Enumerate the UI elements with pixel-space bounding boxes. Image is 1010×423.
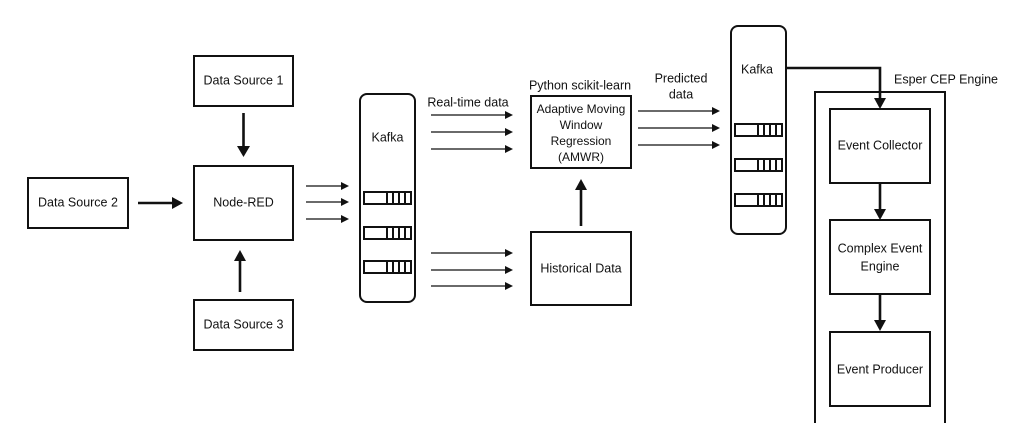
amwr-node: Adaptive Moving Window Regression (AMWR) xyxy=(530,95,632,169)
amwr-label-line-4: (AMWR) xyxy=(558,150,604,164)
arrows-amwr-to-kafka xyxy=(638,107,720,149)
arrows-kafka-to-amwr xyxy=(431,111,513,153)
historical-data-label: Historical Data xyxy=(540,261,621,275)
complex-event-engine-label-line-2: Engine xyxy=(861,259,900,273)
arrow-collector-to-engine xyxy=(874,183,886,220)
predicted-data-label-line-2: data xyxy=(669,87,693,101)
predicted-data-label-line-1: Predicted xyxy=(655,71,708,85)
amwr-label-line-1: Adaptive Moving xyxy=(537,102,626,116)
kafka-2-queue-icon xyxy=(734,123,783,137)
data-source-2-label: Data Source 2 xyxy=(38,195,118,209)
data-source-1-label: Data Source 1 xyxy=(204,73,284,87)
amwr-label-line-2: Window xyxy=(560,118,603,132)
kafka-2-queue-icon xyxy=(734,158,783,172)
kafka-1-queue-icon xyxy=(363,226,412,240)
data-source-3-label: Data Source 3 xyxy=(204,317,284,331)
python-scikit-learn-label: Python scikit-learn xyxy=(529,78,631,92)
complex-event-engine-node: Complex Event Engine xyxy=(829,219,931,295)
arrow-engine-to-producer xyxy=(874,294,886,331)
event-producer-label: Event Producer xyxy=(837,362,923,376)
kafka-1-queue-icon xyxy=(363,260,412,274)
arrow-kafka-to-event-collector xyxy=(786,66,886,109)
arrow-ds1-to-nodered xyxy=(237,113,250,157)
event-producer-node: Event Producer xyxy=(829,331,931,407)
arrow-historical-to-amwr xyxy=(575,179,587,226)
historical-data-node: Historical Data xyxy=(530,231,632,306)
esper-cep-engine-label: Esper CEP Engine xyxy=(894,72,998,86)
data-source-1-node: Data Source 1 xyxy=(193,55,294,107)
amwr-label-line-3: Regression xyxy=(551,134,612,148)
kafka-1-queue-icon xyxy=(363,191,412,205)
kafka-1-label: Kafka xyxy=(372,130,404,144)
data-source-3-node: Data Source 3 xyxy=(193,299,294,351)
complex-event-engine-label-line-1: Complex Event xyxy=(838,241,923,255)
kafka-broker-1: Kafka xyxy=(359,93,416,303)
kafka-2-label: Kafka xyxy=(741,62,773,76)
arrow-ds2-to-nodered xyxy=(138,197,183,209)
event-collector-node: Event Collector xyxy=(829,108,931,184)
kafka-2-queue-icon xyxy=(734,193,783,207)
real-time-data-label: Real-time data xyxy=(427,95,508,109)
kafka-broker-2: Kafka xyxy=(730,25,787,235)
arrows-kafka-to-historical xyxy=(431,249,513,290)
event-collector-label: Event Collector xyxy=(838,138,923,152)
node-red-node: Node-RED xyxy=(193,165,294,241)
arrow-ds3-to-nodered xyxy=(234,250,246,292)
data-source-2-node: Data Source 2 xyxy=(27,177,129,229)
node-red-label: Node-RED xyxy=(213,195,273,209)
arrows-nodered-to-kafka xyxy=(306,182,349,223)
